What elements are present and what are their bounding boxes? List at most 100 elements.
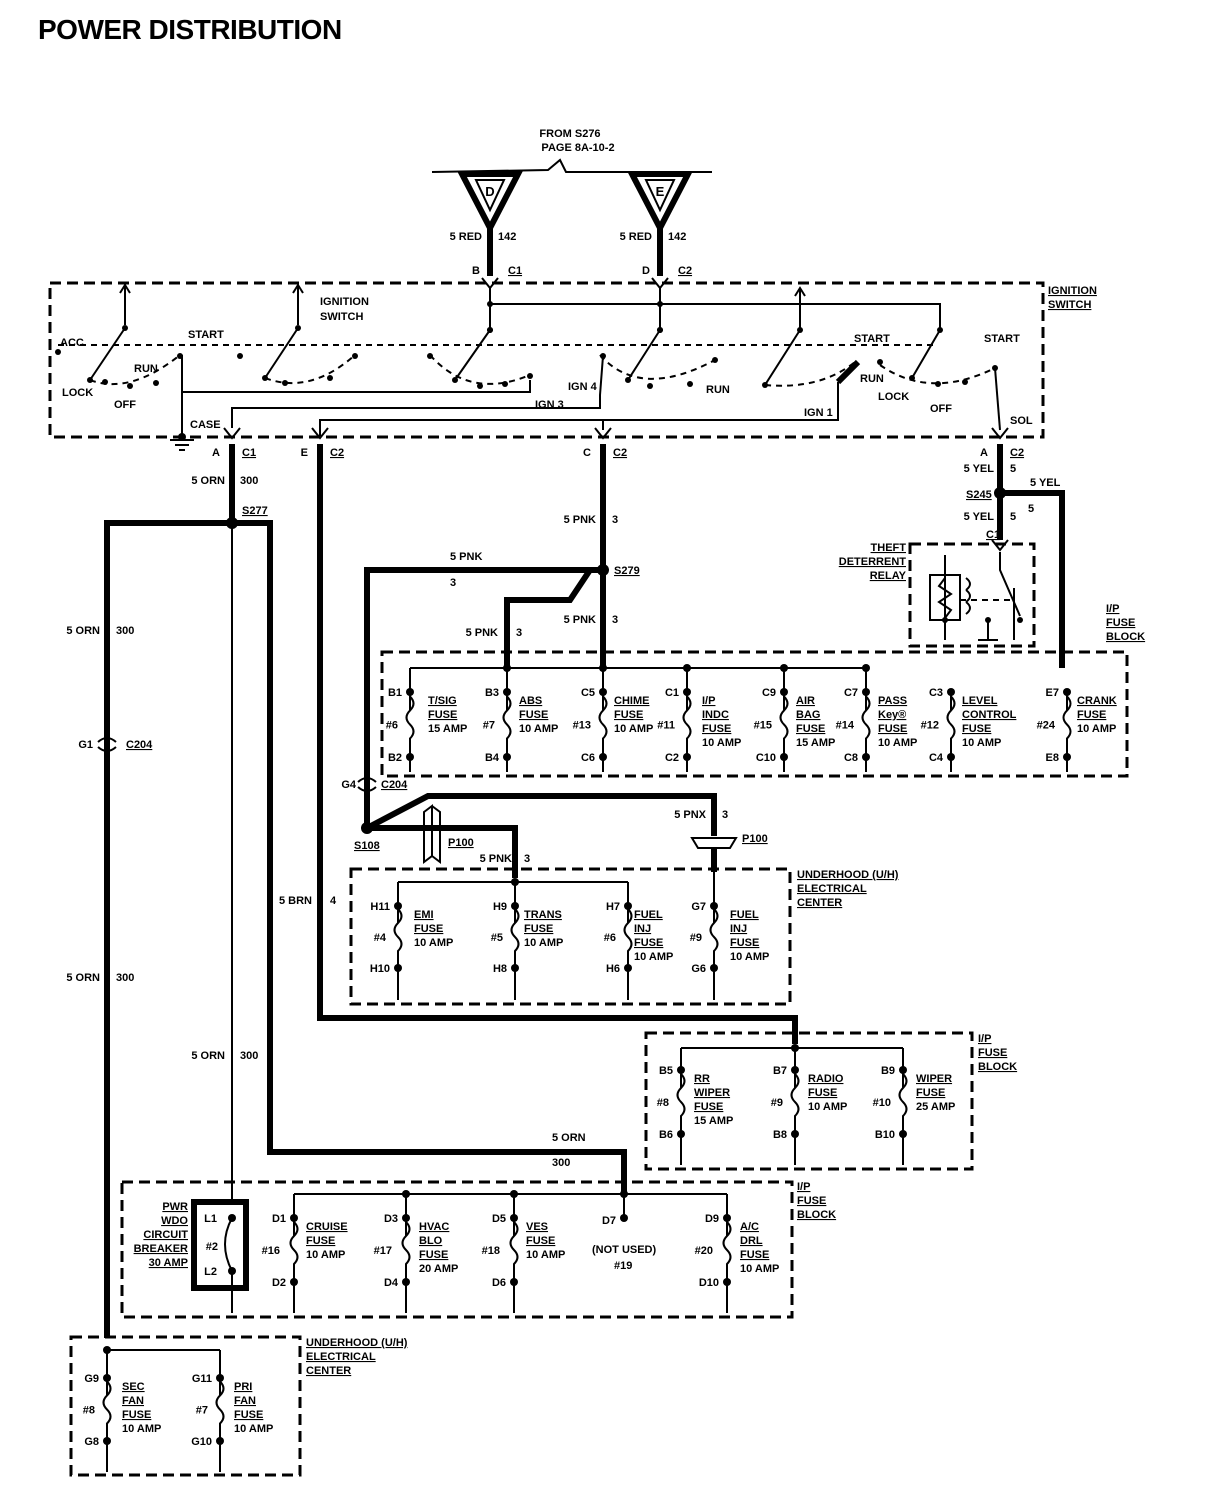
fuse-symbol — [393, 906, 403, 968]
fuse-pin-label: D10 — [699, 1277, 719, 1289]
fuse-pin-label: B6 — [659, 1129, 673, 1141]
fuse-symbol — [779, 692, 789, 757]
fuse-pin-label: G9 — [84, 1373, 99, 1385]
fuse-pin-label: G6 — [691, 963, 706, 975]
connector-label: C1 — [242, 447, 256, 459]
fuse-pin-label: H8 — [493, 963, 507, 975]
circuit-number: 3 — [722, 809, 728, 821]
feed-triangle-inner — [644, 179, 676, 213]
fuse-pin-label: G8 — [84, 1436, 99, 1448]
fuse-symbol — [676, 1070, 686, 1134]
fuse-pin-label: C10 — [756, 752, 776, 764]
fuse-label: FUSE — [526, 1235, 555, 1247]
fuse-number: #7 — [196, 1405, 208, 1417]
fuse-number: #17 — [374, 1245, 392, 1257]
fuse-label: FUEL — [730, 909, 759, 921]
fuse-number: #16 — [262, 1245, 280, 1257]
run-contact — [835, 359, 861, 385]
switch-arc — [599, 354, 716, 380]
relay-resistor — [937, 577, 953, 619]
circuit-number: 142 — [668, 231, 686, 243]
page-title: POWER DISTRIBUTION — [38, 14, 342, 45]
fuse-label: LEVEL — [962, 695, 998, 707]
block-label: I/P — [1106, 603, 1119, 615]
circuit-number: 300 — [552, 1157, 570, 1169]
fuse-pin-label: G10 — [191, 1436, 212, 1448]
fuse-number: #18 — [482, 1245, 500, 1257]
fuse-label: 10 AMP — [122, 1423, 161, 1435]
inline-connector — [357, 777, 377, 792]
fuse-label: 10 AMP — [878, 737, 917, 749]
connector-label: P100 — [742, 833, 768, 845]
switch-position: RUN — [706, 384, 730, 396]
block-label: UNDERHOOD (U/H) — [306, 1337, 408, 1349]
switch-position: IGN 3 — [535, 399, 564, 411]
fuse-label: FAN — [122, 1395, 144, 1407]
connector-pin: G1 — [78, 739, 93, 751]
fuse-pin-label: L1 — [204, 1213, 217, 1225]
from-label: FROM S276 — [539, 128, 600, 140]
circuit-number: 300 — [116, 972, 134, 984]
switch-position: LOCK — [62, 387, 93, 399]
switch-contact — [327, 375, 333, 381]
fuse-pin-label: G7 — [691, 901, 706, 913]
fuse-label: FUSE — [614, 709, 643, 721]
fuse-number: #15 — [754, 720, 772, 732]
block-label: CENTER — [306, 1365, 351, 1377]
not-used-label: (NOT USED) — [592, 1244, 657, 1256]
switch-contact — [477, 383, 483, 389]
fuse-label: CRUISE — [306, 1221, 348, 1233]
fuse-label: DRL — [740, 1235, 763, 1247]
fuse-label: HVAC — [419, 1221, 449, 1233]
fuse-label: FUSE — [730, 937, 759, 949]
fuse-label: FUSE — [916, 1087, 945, 1099]
circuit-number: 300 — [240, 475, 258, 487]
fuse-label: T/SIG — [428, 695, 457, 707]
circuit-number: 3 — [612, 614, 618, 626]
wire-color: 5 YEL — [1030, 477, 1061, 489]
switch-contact — [452, 377, 458, 383]
p100-connector — [690, 837, 738, 849]
switch-contact — [527, 373, 533, 379]
switch-position: ACC — [60, 337, 84, 349]
pin-label: A — [212, 447, 220, 459]
breaker-symbol — [224, 1217, 233, 1272]
wire-color: 5 PNX — [674, 809, 706, 821]
fuse-label: FUSE — [962, 723, 991, 735]
label: CIRCUIT — [143, 1229, 188, 1241]
fuse-symbol — [790, 1070, 800, 1134]
splice-label: S245 — [966, 489, 992, 501]
fuse-label: I/P — [702, 695, 715, 707]
pin-label: B — [472, 265, 480, 277]
fuse-pin-label: D3 — [384, 1213, 398, 1225]
fuse-symbol — [709, 906, 719, 968]
fuse-pin-label: D5 — [492, 1213, 506, 1225]
switch-blade — [454, 329, 491, 381]
switch-bus — [800, 303, 941, 330]
orn-wire — [104, 520, 627, 1338]
fuse-label: 10 AMP — [526, 1249, 565, 1261]
connector-chevron — [311, 427, 329, 440]
switch-contact — [282, 380, 288, 386]
switch-contact — [935, 381, 941, 387]
terminal-dot — [178, 433, 186, 441]
fuse-pin-label: C7 — [844, 687, 858, 699]
fuse-label: FUEL — [634, 909, 663, 921]
fuse-label: ABS — [519, 695, 542, 707]
fuse-pin-label: C2 — [665, 752, 679, 764]
fuse-label: 15 AMP — [694, 1115, 733, 1127]
fuse-number: #6 — [386, 720, 398, 732]
fuse-number: #9 — [690, 932, 702, 944]
fuse-label: A/C — [740, 1221, 759, 1233]
fuse-label: 10 AMP — [730, 951, 769, 963]
fuse-label: CRANK — [1077, 695, 1117, 707]
switch-internal — [603, 382, 839, 421]
connector-label: C2 — [1010, 447, 1024, 459]
fuse-pin-label: H11 — [370, 901, 390, 913]
fuse-symbol — [682, 692, 692, 757]
switch-contact — [237, 353, 243, 359]
fuse-label: EMI — [414, 909, 434, 921]
switch-position: IGN 1 — [804, 407, 833, 419]
fuse-pin-label: B10 — [875, 1129, 895, 1141]
switch-bus — [490, 303, 801, 330]
